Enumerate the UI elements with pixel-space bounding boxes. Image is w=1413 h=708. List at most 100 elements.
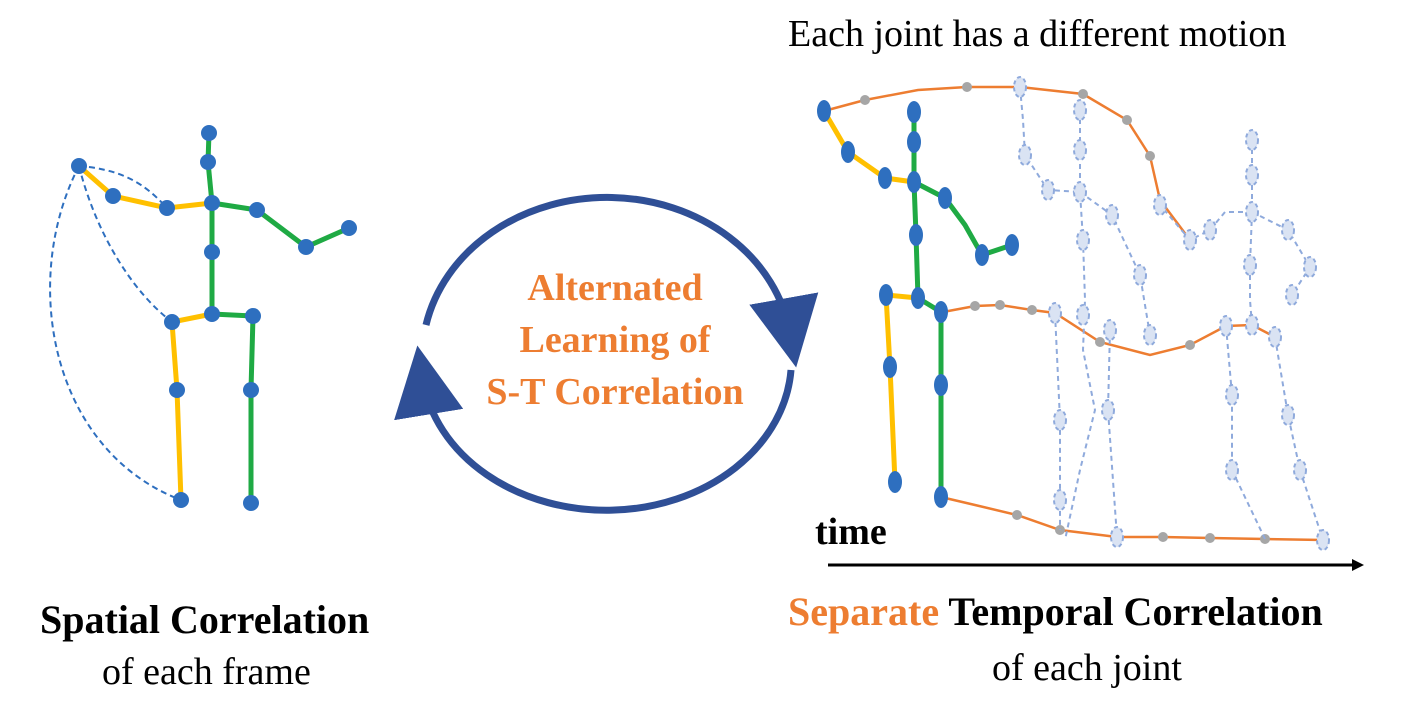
left-arm-bone xyxy=(77,164,213,211)
joint xyxy=(888,471,902,493)
joint xyxy=(907,171,921,193)
joint xyxy=(907,101,921,123)
faded-bone xyxy=(1159,204,1252,242)
joint xyxy=(159,200,175,216)
faded-joint xyxy=(1219,315,1233,337)
temporal-caption-accent: Separate xyxy=(788,589,940,634)
spatial-caption-title: Spatial Correlation xyxy=(40,597,370,642)
trajectory-dot xyxy=(860,95,870,105)
trajectory-dot xyxy=(962,82,972,92)
motion-title: Each joint has a different motion xyxy=(788,13,1287,55)
trajectory-dot xyxy=(1185,340,1195,350)
trajectory-dot xyxy=(1145,151,1155,161)
faded-bone xyxy=(1079,191,1151,336)
faded-joint xyxy=(1245,201,1259,223)
trajectory-dot xyxy=(1158,532,1168,542)
left-arm-bone xyxy=(821,109,915,185)
joint xyxy=(883,356,897,378)
joint xyxy=(200,154,216,170)
joint xyxy=(934,374,948,396)
trajectory-dot xyxy=(995,300,1005,310)
faded-joint xyxy=(1316,529,1330,551)
joint xyxy=(243,382,259,398)
joint xyxy=(164,314,180,330)
faded-bone xyxy=(1274,336,1324,541)
joint xyxy=(938,187,952,209)
trajectory-dot xyxy=(970,301,980,311)
joint xyxy=(879,284,893,306)
joint xyxy=(341,220,357,236)
faded-joint xyxy=(1076,304,1090,326)
joint xyxy=(298,239,314,255)
joint xyxy=(204,195,220,211)
faded-joint xyxy=(1053,409,1067,431)
faded-joint xyxy=(1101,399,1115,421)
faded-joint xyxy=(1203,219,1217,241)
trajectory-dot xyxy=(1012,510,1022,520)
faded-joint xyxy=(1243,254,1257,276)
faded-joint xyxy=(1073,99,1087,121)
spatial-link-curve xyxy=(49,165,182,501)
faded-joint xyxy=(1053,489,1067,511)
spatial-caption-subtitle: of each frame xyxy=(102,651,311,693)
faded-joint xyxy=(1103,319,1117,341)
joint xyxy=(245,308,261,324)
faded-joint xyxy=(1268,326,1282,348)
joint xyxy=(71,158,87,174)
faded-joint xyxy=(1143,324,1157,346)
temporal-caption-subtitle: of each joint xyxy=(992,647,1182,689)
trajectory-dot xyxy=(1095,337,1105,347)
faded-joint xyxy=(1041,179,1055,201)
left-leg-bone xyxy=(169,311,213,501)
joint xyxy=(975,244,989,266)
faded-joint xyxy=(1110,526,1124,548)
joint xyxy=(204,306,220,322)
joint xyxy=(204,244,220,260)
trajectory-line xyxy=(823,85,1191,241)
joint xyxy=(911,287,925,309)
cycle-label-line1: Alternated xyxy=(527,267,703,309)
faded-joint xyxy=(1225,384,1239,406)
temporal-caption-title: Separate Temporal Correlation xyxy=(788,588,1323,635)
trajectory-dot xyxy=(1078,89,1088,99)
joint xyxy=(105,188,121,204)
temporal-caption-bold: Temporal Correlation xyxy=(948,589,1323,634)
faded-bone xyxy=(1225,325,1266,540)
joint xyxy=(243,495,259,511)
cycle-arrows xyxy=(394,193,819,514)
spatial-link-curve xyxy=(78,165,173,323)
faded-joint xyxy=(1303,256,1317,278)
cycle-label-line2: Learning of xyxy=(519,319,711,361)
joint xyxy=(934,486,948,508)
faded-joint xyxy=(1281,219,1295,241)
right-arm-bone xyxy=(211,200,351,250)
faded-joint xyxy=(1073,139,1087,161)
joint xyxy=(909,224,923,246)
joint xyxy=(169,382,185,398)
right-temporal xyxy=(817,76,1330,551)
spatial-link-curve xyxy=(78,165,168,209)
time-axis-label: time xyxy=(815,511,887,553)
left-leg-bone xyxy=(883,292,919,483)
faded-joint xyxy=(1183,229,1197,251)
trajectory-dot xyxy=(1027,305,1037,315)
faded-joint xyxy=(1281,404,1295,426)
joint xyxy=(201,125,217,141)
left-skeleton xyxy=(49,125,357,511)
trajectory-line xyxy=(940,495,1324,542)
joint xyxy=(173,492,189,508)
faded-bone xyxy=(1251,211,1312,296)
faded-joint xyxy=(1153,194,1167,216)
joint xyxy=(878,167,892,189)
faded-joint xyxy=(1225,459,1239,481)
faded-joint xyxy=(1018,144,1032,166)
faded-joint xyxy=(1013,76,1027,98)
faded-joint xyxy=(1073,181,1087,203)
joint xyxy=(1005,234,1019,256)
joint xyxy=(817,100,831,122)
faded-joint xyxy=(1076,229,1090,251)
faded-bone xyxy=(1106,329,1118,538)
faded-joint xyxy=(1245,314,1259,336)
cycle-arrow-bottom xyxy=(394,345,795,514)
